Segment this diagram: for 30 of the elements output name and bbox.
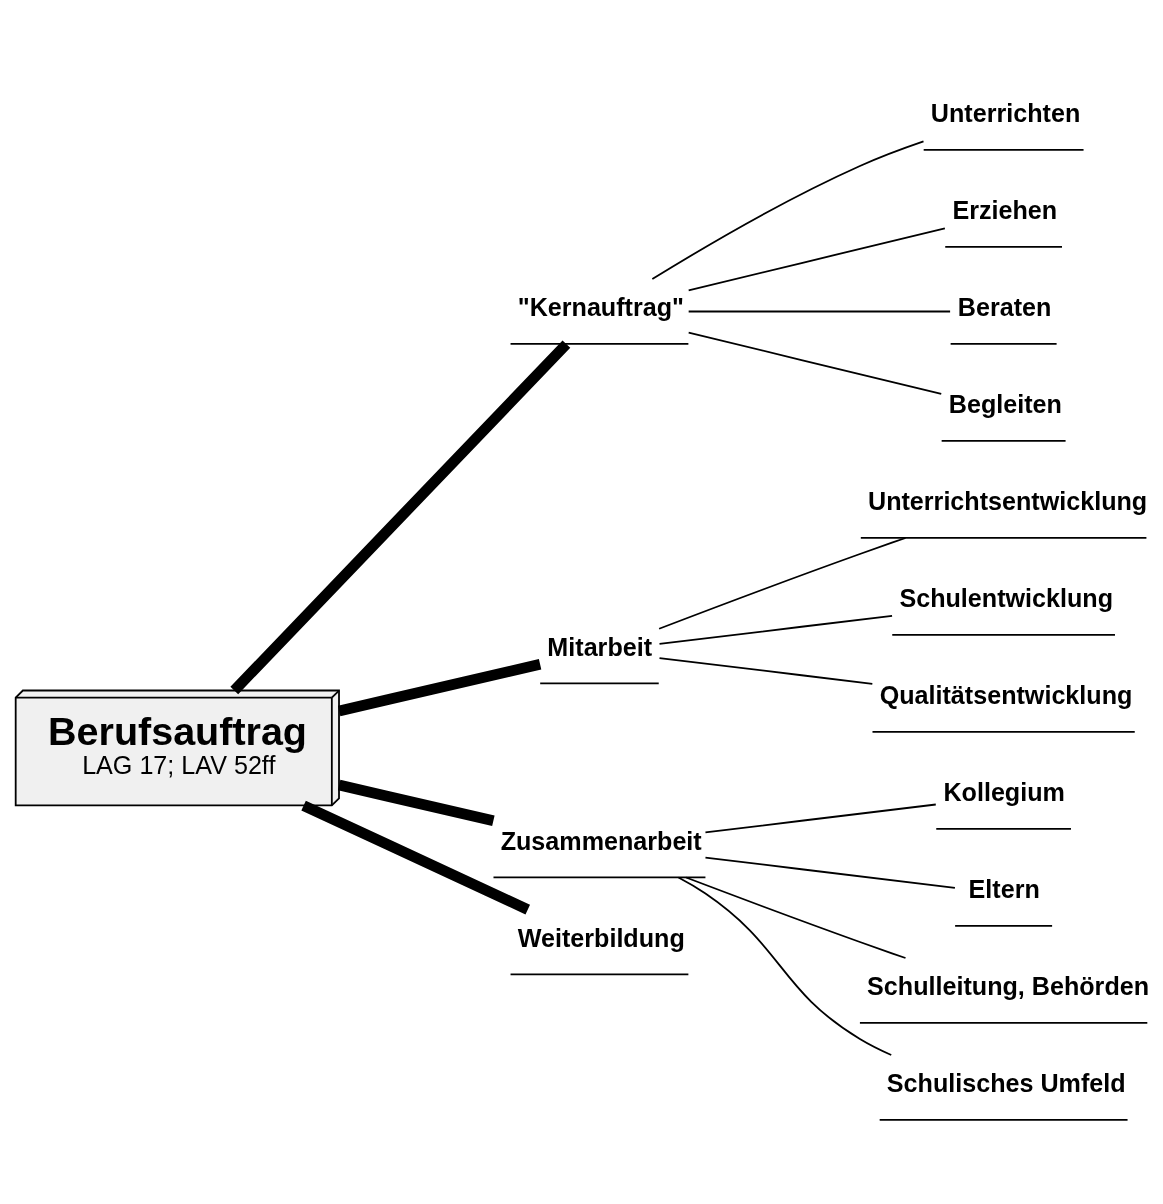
node-text: Beraten: [957, 292, 1052, 321]
connector: [658, 536, 907, 630]
connector: [658, 614, 893, 645]
node-text: Erziehen: [952, 195, 1058, 224]
node-text: Schulentwicklung: [899, 583, 1114, 612]
connector: [687, 310, 951, 312]
node-text: Begleiten: [948, 389, 1062, 418]
connector: [230, 339, 571, 694]
node-text: Zusammenarbeit: [500, 826, 702, 855]
connector: [704, 856, 956, 889]
connector: [337, 658, 542, 716]
connector: [687, 331, 943, 395]
connector: [658, 656, 874, 685]
connector: [687, 226, 946, 291]
node-text: Eltern: [968, 874, 1040, 903]
node-text: Schulleitung, Behörden: [867, 971, 1150, 1000]
node-text: Unterrichten: [930, 98, 1081, 127]
node-text: Weiterbildung: [517, 923, 685, 952]
connector: [337, 779, 495, 826]
node-text: Schulisches Umfeld: [886, 1068, 1126, 1097]
connector: [685, 876, 907, 959]
node-text: "Kernauftrag": [517, 292, 684, 321]
connector: [651, 140, 925, 280]
node-text: Mitarbeit: [547, 632, 653, 661]
connector: [677, 876, 893, 1056]
connector: [301, 800, 531, 914]
node-text: Qualitätsentwicklung: [879, 680, 1133, 709]
node-text: Unterrichtsentwicklung: [868, 486, 1148, 515]
connector: [704, 803, 937, 833]
node-text: Kollegium: [943, 777, 1065, 806]
